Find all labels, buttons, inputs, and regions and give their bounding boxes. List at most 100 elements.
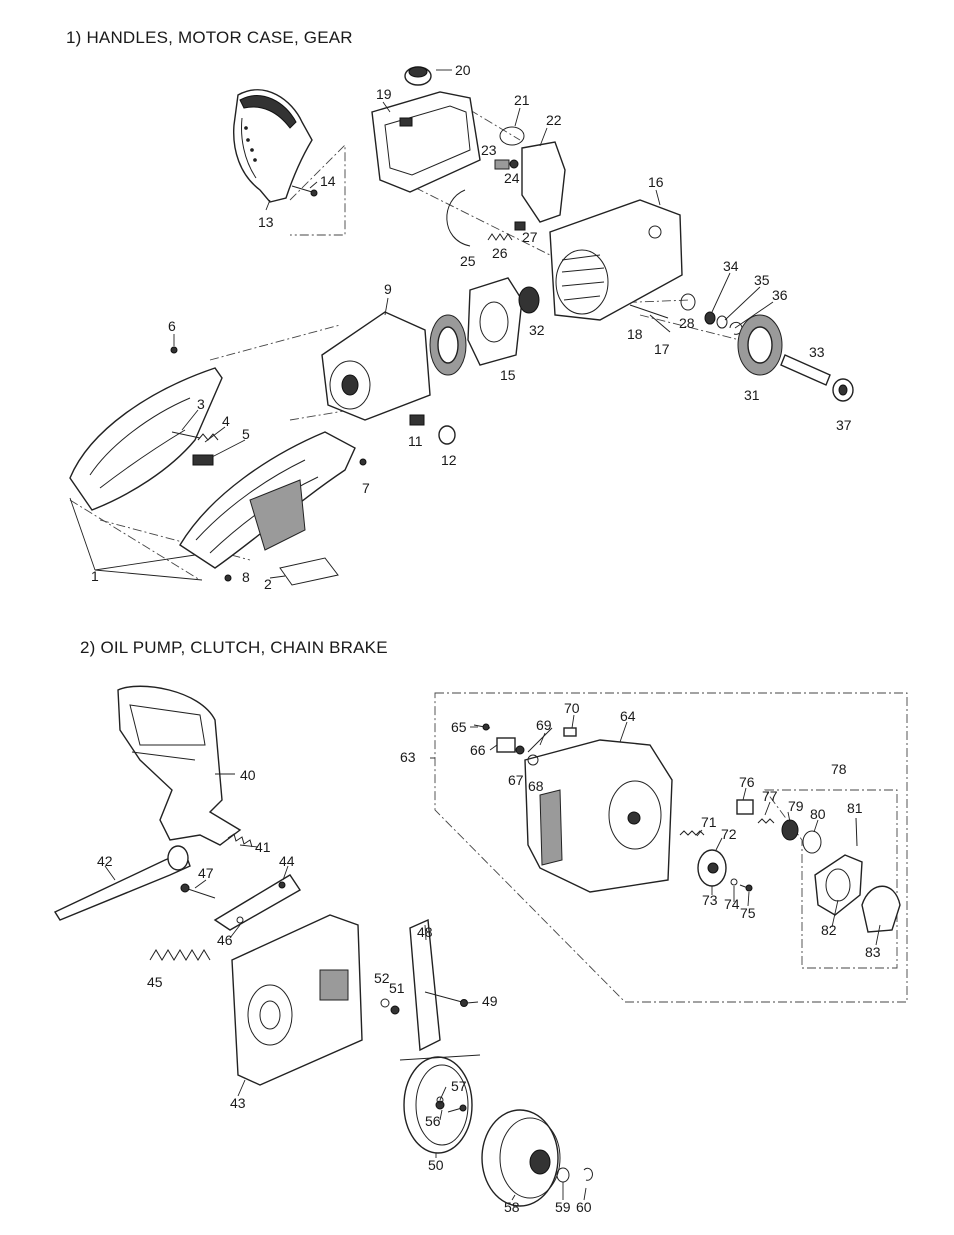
part-label-83: 83 xyxy=(865,944,881,960)
o-ring-part xyxy=(499,126,525,146)
part-label-20: 20 xyxy=(455,62,471,78)
part-label-69: 69 xyxy=(536,717,552,733)
fitting-part xyxy=(494,159,519,170)
washer-part xyxy=(704,311,716,325)
part-label-7: 7 xyxy=(362,480,370,496)
brake-link-part xyxy=(213,874,301,931)
brush-cap-part xyxy=(438,425,456,445)
part-label-58: 58 xyxy=(504,1199,520,1215)
part-label-4: 4 xyxy=(222,413,230,429)
part-label-3: 3 xyxy=(197,396,205,412)
part-label-45: 45 xyxy=(147,974,163,990)
part-label-70: 70 xyxy=(564,700,580,716)
washer-part xyxy=(556,1167,570,1183)
part-label-37: 37 xyxy=(836,417,852,433)
side-plate-part xyxy=(231,914,363,1086)
part-label-48: 48 xyxy=(417,924,433,940)
section-title-handles-motor-case-gear: 1) HANDLES, MOTOR CASE, GEAR xyxy=(66,28,353,47)
part-label-18: 18 xyxy=(627,326,643,342)
part-label-32: 32 xyxy=(529,322,545,338)
part-label-73: 73 xyxy=(702,892,718,908)
section-title-oil-pump-clutch-chain-brake: 2) OIL PUMP, CLUTCH, CHAIN BRAKE xyxy=(80,638,388,657)
part-label-33: 33 xyxy=(809,344,825,360)
part-label-60: 60 xyxy=(576,1199,592,1215)
part-label-74: 74 xyxy=(724,896,740,912)
part-label-36: 36 xyxy=(772,287,788,303)
part-label-68: 68 xyxy=(528,778,544,794)
valve-part xyxy=(514,221,526,231)
brake-pin-part xyxy=(53,851,191,921)
main-handle-part xyxy=(69,367,356,569)
part-label-75: 75 xyxy=(740,905,756,921)
coil-spring-part xyxy=(149,949,211,961)
cap-part xyxy=(404,66,432,86)
drive-gear-part xyxy=(737,314,783,376)
front-hand-guard-part xyxy=(117,685,242,846)
rear-handle-part xyxy=(233,89,313,203)
part-label-78: 78 xyxy=(831,761,847,777)
chain-catcher-part xyxy=(409,918,441,1052)
gear-housing-part xyxy=(549,199,683,321)
part-label-49: 49 xyxy=(482,993,498,1009)
part-label-63: 63 xyxy=(400,749,416,765)
clutch-drum-part xyxy=(481,1109,561,1207)
part-label-23: 23 xyxy=(481,142,497,158)
worm-part xyxy=(679,830,705,836)
part-label-12: 12 xyxy=(441,452,457,468)
part-label-22: 22 xyxy=(546,112,562,128)
brake-spring-part xyxy=(227,833,253,848)
spindle-part xyxy=(780,354,831,386)
motor-housing-top-part xyxy=(371,91,481,193)
part-label-19: 19 xyxy=(376,86,392,102)
part-label-6: 6 xyxy=(168,318,176,334)
oil-tank-part xyxy=(521,141,566,223)
screw-part xyxy=(359,458,367,466)
part-label-52: 52 xyxy=(374,970,390,986)
part-label-14: 14 xyxy=(320,173,336,189)
part-label-56: 56 xyxy=(425,1113,441,1129)
pinion-gear-part xyxy=(518,286,540,314)
brake-drum-part xyxy=(403,1056,473,1154)
part-label-11: 11 xyxy=(408,433,423,449)
part-label-67: 67 xyxy=(508,772,524,788)
trigger-part xyxy=(192,454,214,466)
label-plate-part xyxy=(279,557,339,586)
screw-part xyxy=(170,346,178,354)
tensioner-knob-part xyxy=(814,854,863,916)
oil-tube-part xyxy=(446,189,471,247)
circlip-part xyxy=(583,1167,593,1181)
part-label-65: 65 xyxy=(451,719,467,735)
part-label-47: 47 xyxy=(198,865,214,881)
ring-part xyxy=(680,293,696,311)
part-label-43: 43 xyxy=(230,1095,246,1111)
section-2-drawing xyxy=(53,685,908,1207)
part-label-81: 81 xyxy=(847,800,863,816)
part-label-46: 46 xyxy=(217,932,233,948)
part-label-51: 51 xyxy=(389,980,405,996)
screw-part xyxy=(291,185,318,197)
part-label-66: 66 xyxy=(470,742,486,758)
part-label-9: 9 xyxy=(384,281,392,297)
part-label-13: 13 xyxy=(258,214,274,230)
part-label-26: 26 xyxy=(492,245,508,261)
part-label-34: 34 xyxy=(723,258,739,274)
part-label-80: 80 xyxy=(810,806,826,822)
section-1-drawing xyxy=(69,66,854,586)
bearing-plate-part xyxy=(467,277,523,366)
part-label-79: 79 xyxy=(788,798,804,814)
part-label-17: 17 xyxy=(654,341,670,357)
part-label-1: 1 xyxy=(91,568,99,584)
part-label-77: 77 xyxy=(762,788,778,804)
motor-part xyxy=(321,311,467,421)
part-label-16: 16 xyxy=(648,174,664,190)
part-label-72: 72 xyxy=(721,826,737,842)
part-label-42: 42 xyxy=(97,853,113,869)
part-label-35: 35 xyxy=(754,272,770,288)
part-label-41: 41 xyxy=(255,839,271,855)
part-label-24: 24 xyxy=(504,170,520,186)
part-label-25: 25 xyxy=(460,253,476,269)
knob-cover-part xyxy=(861,885,901,933)
part-label-71: 71 xyxy=(701,814,717,830)
spring-part xyxy=(487,233,513,241)
